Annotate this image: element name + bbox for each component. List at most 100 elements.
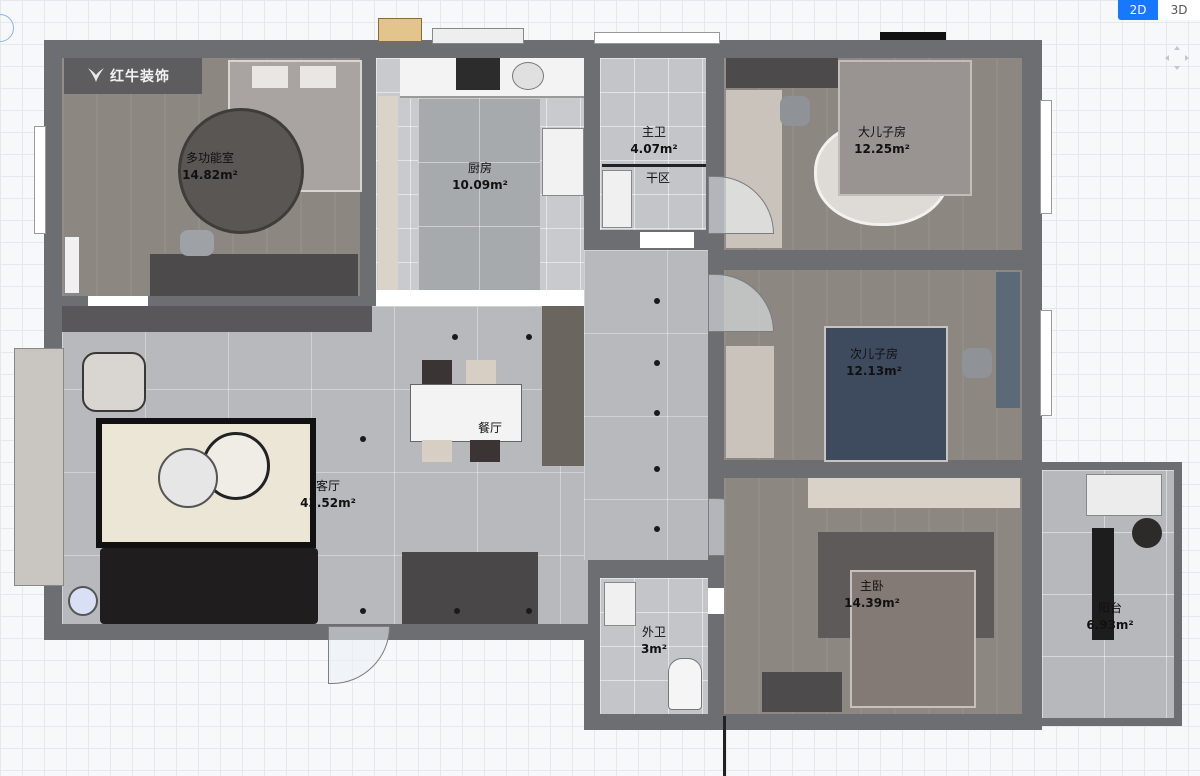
room-label-dry-area: 干区: [646, 170, 670, 187]
partition-shelf: [542, 306, 584, 466]
coffee-table: [158, 448, 218, 508]
room-label-multifunction: 多功能室 14.82m²: [182, 150, 238, 184]
kitchen-floor-panel: [418, 98, 540, 290]
top-window: [432, 28, 524, 44]
room-area: 12.25m²: [854, 142, 910, 156]
rug: [178, 108, 304, 234]
wall-opening: [708, 588, 724, 614]
bed: [850, 570, 976, 708]
sink: [512, 62, 544, 90]
wardrobe: [808, 478, 1020, 508]
room-name: 外卫: [641, 625, 667, 639]
downlight: [654, 410, 660, 416]
vanity: [604, 582, 636, 626]
dining-chair: [422, 360, 452, 384]
downlight: [526, 334, 532, 340]
top-window: [378, 18, 422, 42]
downlight: [654, 526, 660, 532]
wardrobe: [726, 346, 774, 458]
room-area: 4.07m²: [630, 142, 678, 156]
room-name: 干区: [645, 171, 671, 185]
dining-chair: [466, 360, 496, 384]
room-area: 6.93m²: [1086, 618, 1134, 632]
room-label-kitchen: 厨房 10.09m²: [452, 160, 508, 194]
downlight: [654, 466, 660, 472]
view-2d-button[interactable]: 2D: [1118, 0, 1158, 20]
downlight: [360, 436, 366, 442]
room-label-eldest-son: 大儿子房 12.25m²: [854, 124, 910, 158]
desk: [996, 272, 1020, 408]
chair: [962, 348, 992, 378]
view-3d-button[interactable]: 3D: [1158, 0, 1200, 20]
washing-machine: [1086, 474, 1162, 516]
room-label-dining: 餐厅: [478, 420, 502, 437]
stove: [456, 58, 500, 90]
room-name: 大儿子房: [857, 125, 906, 139]
pillow: [300, 66, 336, 88]
room-label-balcony: 阳台 6.93m²: [1086, 600, 1133, 634]
dining-chair: [422, 440, 452, 462]
room-area: 14.82m²: [182, 168, 238, 182]
room-name: 客厅: [315, 479, 340, 493]
sofa: [100, 548, 318, 624]
pillow: [252, 66, 288, 88]
window: [1040, 100, 1052, 214]
plant: [1132, 518, 1162, 548]
brand-logo-text: 红牛装饰: [110, 69, 170, 85]
room-area: 12.13m²: [846, 364, 902, 378]
room-name: 阳台: [1097, 601, 1122, 615]
room-label-second-son: 次儿子房 12.13m²: [846, 346, 902, 380]
chair: [180, 230, 214, 256]
room-label-living: 客厅 43.52m²: [300, 478, 356, 512]
planter: [1092, 528, 1114, 640]
room-area: 43.52m²: [300, 496, 356, 510]
window: [34, 126, 46, 234]
bed: [824, 326, 948, 462]
downlight: [360, 608, 366, 614]
room-area: 10.09m²: [452, 178, 508, 192]
dining-chair: [470, 440, 500, 462]
downlight: [526, 608, 532, 614]
room-area: 14.39m²: [844, 596, 900, 610]
top-window: [594, 32, 720, 44]
chair: [780, 96, 810, 126]
tv-cabinet: [762, 672, 842, 712]
bed: [838, 60, 972, 196]
downlight: [452, 334, 458, 340]
room-label-master-bath: 主卫 4.07m²: [630, 124, 677, 158]
toilet: [668, 658, 702, 710]
cabinet: [378, 96, 398, 290]
room-name: 厨房: [467, 161, 492, 175]
desk: [726, 58, 838, 88]
bay-window: [14, 348, 64, 586]
window: [1040, 310, 1052, 416]
entry-door[interactable]: [328, 626, 390, 684]
room-area: 3m²: [640, 642, 668, 656]
desk: [150, 254, 358, 296]
armchair: [82, 352, 146, 412]
side-table: [68, 586, 98, 616]
room-name: 餐厅: [477, 421, 503, 435]
room-name: 主卫: [641, 125, 666, 139]
room-name: 多功能室: [185, 151, 234, 165]
wall-opening: [376, 290, 584, 306]
bull-logo-icon: [86, 66, 106, 84]
wall-edge: [723, 716, 726, 776]
brand-wall: [64, 58, 202, 94]
room-name: 次儿子房: [849, 347, 898, 361]
dining-table: [410, 384, 522, 442]
downlight: [654, 298, 660, 304]
downlight: [454, 608, 460, 614]
shelf: [64, 236, 80, 294]
wall-opening: [640, 232, 694, 248]
downlight: [654, 360, 660, 366]
tv-cabinet: [402, 552, 538, 624]
room-corridor[interactable]: [584, 250, 708, 560]
vanity: [602, 170, 632, 228]
room-label-master-bed: 主卧 14.39m²: [844, 578, 900, 612]
fridge: [542, 128, 584, 196]
top-window: [880, 32, 946, 40]
console-cabinet: [62, 306, 372, 332]
room-label-guest-bath: 外卫 3m²: [641, 624, 667, 658]
